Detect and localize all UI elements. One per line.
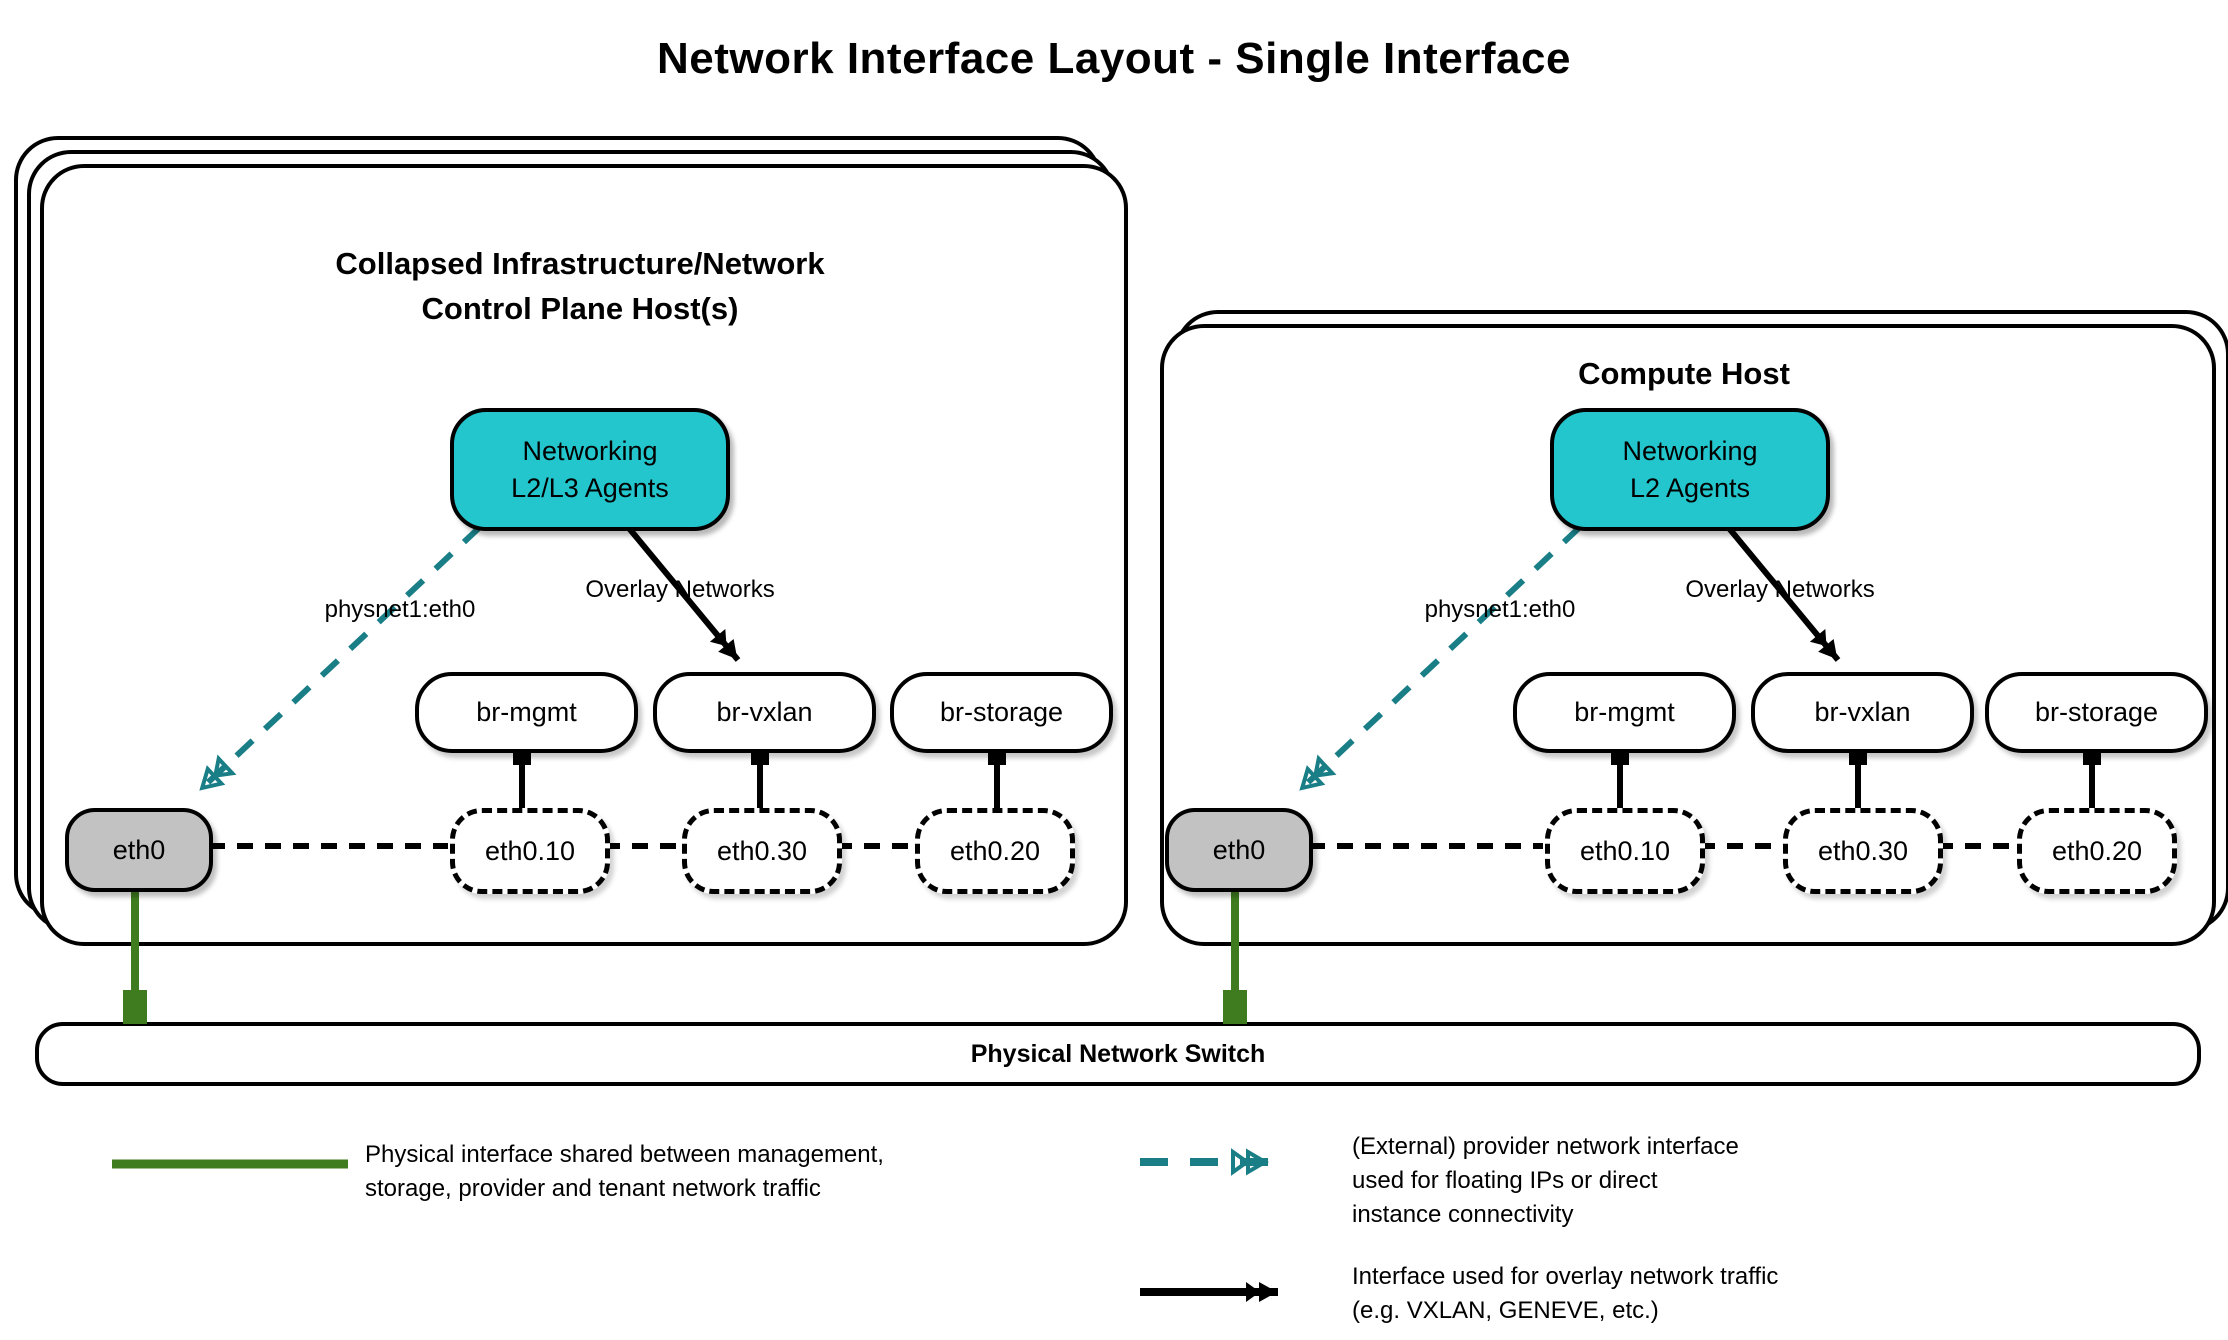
bridge-label: br-storage — [939, 697, 1064, 727]
right-bridge-br-storage: br-storage — [1985, 672, 2208, 753]
right-agents-line1: Networking — [1622, 436, 1758, 467]
legend-physical-line1: Physical interface shared between manage… — [365, 1141, 884, 1168]
right-agents-box: Networking L2 Agents — [1550, 408, 1830, 531]
right-provider-label: physnet1:eth0 — [1424, 596, 1576, 623]
legend-overlay-line2: (e.g. VXLAN, GENEVE, etc.) — [1352, 1297, 1659, 1325]
right-host-title: Compute Host — [1160, 352, 2208, 397]
right-vlan-eth0-10: eth0.10 — [1545, 808, 1705, 894]
left-agents-line1: Networking — [522, 436, 658, 467]
vlan-label: eth0.20 — [949, 835, 1041, 866]
right-vlan-eth0-20: eth0.20 — [2017, 808, 2177, 894]
vlan-label: eth0.30 — [1817, 835, 1909, 866]
bridge-label: br-vxlan — [1814, 697, 1911, 727]
left-bridge-br-vxlan: br-vxlan — [653, 672, 876, 753]
left-host-title-line1: Collapsed Infrastructure/Network — [335, 246, 825, 281]
right-agents-line2: L2 Agents — [1629, 472, 1751, 503]
left-host-title: Collapsed Infrastructure/Network Control… — [40, 242, 1120, 332]
left-uplink-port — [123, 990, 147, 1024]
right-bridge-br-mgmt: br-mgmt — [1513, 672, 1736, 753]
legend-provider-line3: instance connectivity — [1352, 1201, 1574, 1229]
legend-physical-line2: storage, provider and tenant network tra… — [365, 1175, 821, 1203]
left-eth0-node: eth0 — [65, 808, 213, 892]
bridge-label: br-vxlan — [716, 697, 813, 727]
eth0-label: eth0 — [1212, 834, 1266, 865]
right-vlan-eth0-30: eth0.30 — [1783, 808, 1943, 894]
bridge-label: br-storage — [2034, 697, 2159, 727]
legend-provider-line2: used for floating IPs or direct — [1352, 1167, 1658, 1195]
legend-provider-text: (External) provider network interface us… — [1352, 1130, 1912, 1232]
right-eth0-node: eth0 — [1165, 808, 1313, 892]
legend-provider-line1: (External) provider network interface — [1352, 1133, 1739, 1160]
vlan-label: eth0.10 — [1579, 835, 1671, 866]
bridge-label: br-mgmt — [476, 697, 577, 727]
switch-label: Physical Network Switch — [970, 1039, 1266, 1068]
legend-overlay-line1: Interface used for overlay network traff… — [1352, 1263, 1779, 1290]
left-overlay-label: Overlay Networks — [585, 576, 775, 603]
left-provider-label: physnet1:eth0 — [324, 596, 476, 623]
left-agents-line2: L2/L3 Agents — [511, 472, 669, 503]
left-agents-box: Networking L2/L3 Agents — [450, 408, 730, 531]
left-vlan-eth0-10: eth0.10 — [450, 808, 610, 894]
eth0-label: eth0 — [112, 834, 166, 865]
right-host-title-line1: Compute Host — [1578, 356, 1790, 391]
legend-physical-text: Physical interface shared between manage… — [365, 1138, 985, 1206]
left-vlan-eth0-20: eth0.20 — [915, 808, 1075, 894]
bridge-label: br-mgmt — [1574, 697, 1675, 727]
right-overlay-label: Overlay Networks — [1685, 576, 1875, 603]
right-bridge-br-vxlan: br-vxlan — [1751, 672, 1974, 753]
left-bridge-br-mgmt: br-mgmt — [415, 672, 638, 753]
vlan-label: eth0.30 — [716, 835, 808, 866]
left-host-title-line2: Control Plane Host(s) — [421, 290, 739, 326]
physical-network-switch: Physical Network Switch — [35, 1022, 2201, 1086]
page-title: Network Interface Layout - Single Interf… — [657, 34, 1571, 83]
vlan-label: eth0.10 — [484, 835, 576, 866]
right-uplink-port — [1223, 990, 1247, 1024]
vlan-label: eth0.20 — [2051, 835, 2143, 866]
left-vlan-eth0-30: eth0.30 — [682, 808, 842, 894]
left-bridge-br-storage: br-storage — [890, 672, 1113, 753]
legend-overlay-text: Interface used for overlay network traff… — [1352, 1260, 1912, 1328]
